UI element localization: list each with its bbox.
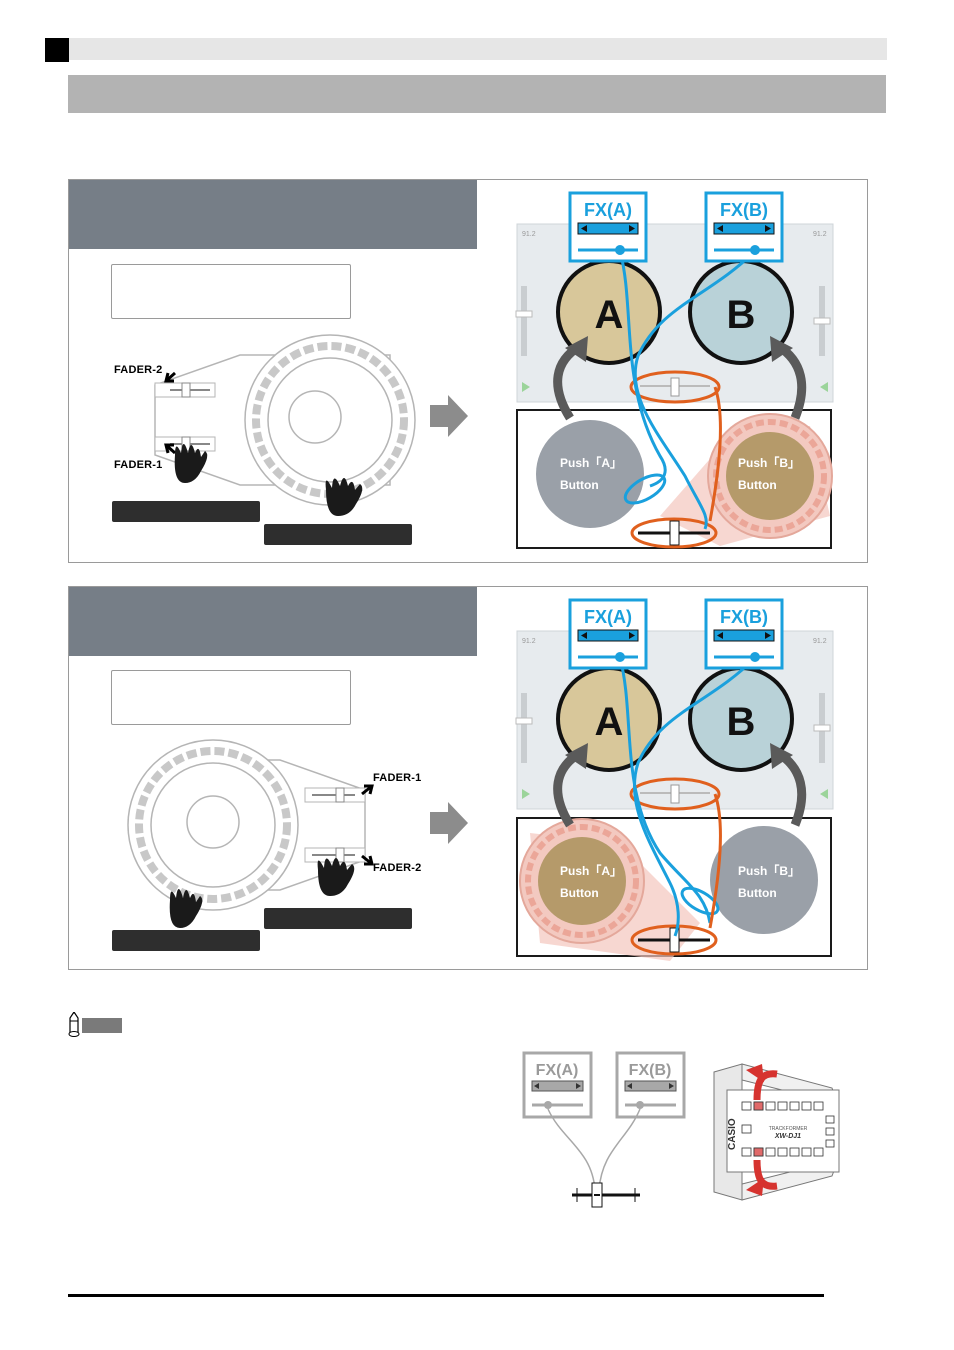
svg-text:91.2: 91.2	[813, 638, 827, 645]
device-series: TRACKFORMER	[769, 1126, 808, 1132]
panel-2-heading	[69, 587, 477, 656]
dj-screen-illustration-2: 91.2 91.2 A B Push「A」 Button Push「B」 But…	[515, 598, 834, 961]
deck-a-letter-p2: A	[595, 700, 624, 744]
left-hand-caption-p2	[112, 930, 260, 951]
section-marker-square	[45, 38, 69, 62]
right-hand-caption-p1	[264, 524, 412, 545]
button-b-label-p1: Button	[738, 478, 777, 492]
right-hand-caption-p2	[264, 908, 412, 929]
fader-2-label-p2: FADER-2	[373, 862, 422, 874]
svg-text:91.2: 91.2	[522, 231, 536, 238]
controller-drawing-1	[154, 334, 416, 516]
fader-1-label-p2: FADER-1	[373, 772, 422, 784]
fx-b-title-gray: FX(B)	[629, 1062, 672, 1079]
panel-1-heading	[69, 180, 477, 249]
fx-b-title-p2: FX(B)	[720, 607, 768, 627]
device-model: XW-DJ1	[774, 1133, 801, 1140]
panel-2-caption-box	[111, 670, 351, 725]
fx-a-title-p1: FX(A)	[584, 200, 632, 220]
dj-screen-illustration-1: 91.2 91.2 A B Push「B」 Button Push「A」 But…	[515, 191, 834, 549]
arrow-right-icon-p1	[430, 395, 468, 437]
controller-drawing-2	[127, 739, 374, 928]
svg-text:91.2: 91.2	[813, 231, 827, 238]
button-b-label-p2: Button	[738, 886, 777, 900]
svg-text:91.2: 91.2	[522, 638, 536, 645]
footer-rule	[68, 1294, 824, 1297]
deck-a-letter-p1: A	[595, 293, 624, 337]
note-tag	[82, 1018, 122, 1033]
section-title-bar	[68, 75, 886, 113]
fx-a-title-gray: FX(A)	[536, 1062, 579, 1079]
button-a-label-p1: Button	[560, 478, 599, 492]
arrow-right-icon-p2	[430, 802, 468, 844]
fx-a-title-p2: FX(A)	[584, 607, 632, 627]
device-illustration: CASIO TRACKFORMER XW-DJ1	[713, 1063, 840, 1201]
push-a-label-p2: Push「A」	[560, 863, 622, 878]
deck-b-letter-p1: B	[727, 293, 756, 337]
pencil-note-icon	[68, 1012, 80, 1037]
push-a-label-p1: Push「A」	[560, 455, 622, 470]
fader-1-label-p1: FADER-1	[114, 459, 163, 471]
fx-b-title-p1: FX(B)	[720, 200, 768, 220]
device-brand: CASIO	[727, 1118, 738, 1150]
left-hand-caption-p1	[112, 501, 260, 522]
push-b-label-p1: Push「B」	[738, 455, 800, 470]
header-bar	[69, 38, 887, 60]
push-b-label-p2: Push「B」	[738, 863, 800, 878]
deck-b-letter-p2: B	[727, 700, 756, 744]
panel-1-caption-box	[111, 264, 351, 319]
fx-gray-diagram: FX(A) FX(B)	[522, 1051, 686, 1208]
fader-2-label-p1: FADER-2	[114, 364, 163, 376]
button-a-label-p2: Button	[560, 886, 599, 900]
